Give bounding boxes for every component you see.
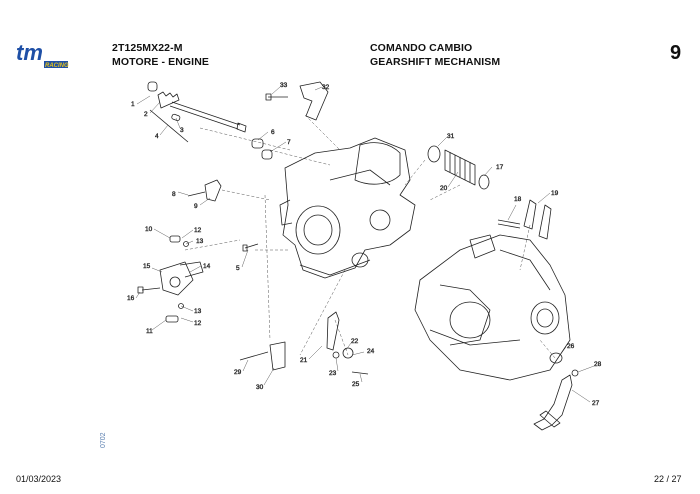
crankcase-right: [414, 234, 571, 381]
callout-28: 28: [594, 361, 602, 368]
callout-12-upper: 12: [194, 227, 202, 234]
callout-10: 10: [145, 226, 153, 233]
callout-15: 15: [143, 263, 151, 270]
callout-1: 1: [131, 101, 135, 108]
page-title-en: GEARSHIFT MECHANISM: [370, 56, 501, 68]
callout-23: 23: [329, 370, 337, 377]
callout-21: 21: [300, 357, 308, 364]
chapter-number: 9: [670, 42, 682, 64]
footer-page: 22 / 27: [654, 474, 682, 484]
callout-26: 26: [567, 343, 575, 350]
callout-19: 19: [551, 190, 559, 197]
callout-9: 9: [194, 203, 198, 210]
callout-14: 14: [203, 263, 211, 270]
callout-30: 30: [256, 384, 264, 391]
callout-20: 20: [440, 185, 448, 192]
callout-11: 11: [146, 328, 153, 335]
callout-5: 5: [236, 265, 240, 272]
callout-2: 2: [144, 111, 148, 118]
callout-32: 32: [322, 84, 330, 91]
callout-4: 4: [155, 133, 159, 140]
callout-25: 25: [352, 381, 360, 388]
callout-8: 8: [172, 191, 176, 198]
callout-29: 29: [234, 369, 242, 376]
footer-date: 01/03/2023: [16, 474, 62, 484]
section-name: MOTORE - ENGINE: [112, 56, 209, 68]
logo-sub: RACING: [45, 63, 69, 69]
callout-3: 3: [180, 127, 184, 134]
callout-18: 18: [514, 196, 522, 203]
callout-7: 7: [287, 139, 291, 146]
crankcase-left: [279, 137, 416, 279]
callout-13-upper: 13: [196, 238, 204, 245]
callout-6: 6: [271, 129, 275, 136]
callout-31: 31: [447, 133, 455, 140]
callout-12-lower: 12: [194, 320, 202, 327]
logo-brand: tm: [16, 42, 43, 65]
callout-27: 27: [592, 400, 600, 407]
callout-13-lower: 13: [194, 308, 202, 315]
tm-racing-logo: tm RACING: [16, 42, 69, 69]
shift-shaft: [147, 81, 247, 143]
callout-33: 33: [280, 82, 288, 89]
callout-24: 24: [367, 348, 375, 355]
shift-drum-spring: [444, 149, 476, 186]
callout-17: 17: [496, 164, 504, 171]
model-code: 2T125MX22-M: [112, 42, 183, 54]
page-title-it: COMANDO CAMBIO: [370, 42, 473, 54]
callout-22: 22: [351, 338, 359, 345]
drawing-code: 0702: [100, 432, 107, 448]
callout-16: 16: [127, 295, 135, 302]
